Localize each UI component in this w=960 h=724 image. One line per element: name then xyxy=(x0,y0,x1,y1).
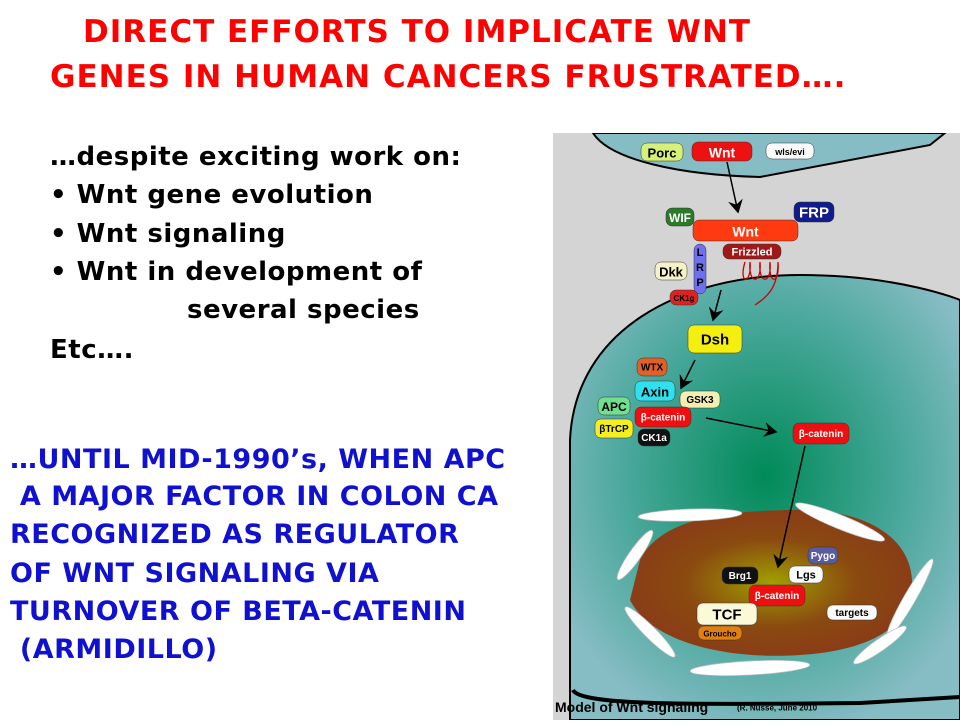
frizzled-transmembrane xyxy=(742,261,779,306)
wnt-node xyxy=(692,219,799,242)
conclusion-line-5: TURNOVER OF BETA-CATENIN xyxy=(10,596,467,627)
wnt-label: Wnt xyxy=(732,224,759,240)
axin-label: Axin xyxy=(641,385,669,400)
bullet-3: • Wnt in development of xyxy=(50,257,423,287)
lgs-label: Lgs xyxy=(796,570,816,582)
bullet-3-continuation: several species xyxy=(187,295,420,325)
frizzled-label: Frizzled xyxy=(732,247,773,259)
apc-node xyxy=(597,396,631,416)
lrp-letter: P xyxy=(696,277,703,289)
wtx-node xyxy=(636,357,668,377)
tcf-node xyxy=(696,602,758,626)
conclusion-line-3: RECOGNIZED AS REGULATOR xyxy=(10,519,460,550)
diagram-credit: (R. Nusse, June 2010 xyxy=(737,704,818,713)
arrow xyxy=(705,417,778,438)
dkk-label: Dkk xyxy=(659,265,684,280)
wif-node xyxy=(665,207,695,227)
bullet-2: • Wnt signaling xyxy=(50,219,286,249)
wls-node xyxy=(765,142,815,160)
pygo-label: Pygo xyxy=(811,551,835,562)
conclusion-line-6: (ARMIDILLO) xyxy=(10,634,218,665)
gsk3-node xyxy=(679,390,721,409)
arrow xyxy=(679,359,696,390)
ck1a-node xyxy=(637,428,671,447)
btrcp-node xyxy=(594,418,634,439)
frp-label: FRP xyxy=(799,205,829,222)
btrcp-label: βTrCP xyxy=(599,424,629,435)
lrp-l-node xyxy=(693,243,707,295)
wls-label: wls/evi xyxy=(774,147,805,157)
bcat-free-label: β-catenin xyxy=(799,429,843,440)
groucho-label: Groucho xyxy=(703,630,736,639)
ck1g-node xyxy=(669,289,699,306)
slide-title-line-1: DIRECT EFFORTS TO IMPLICATE WNT xyxy=(83,14,752,50)
ck1a-label: CK1a xyxy=(641,433,667,444)
tcf-label: TCF xyxy=(712,607,741,624)
lgs-node xyxy=(788,565,824,584)
intro-lead: …despite exciting work on: xyxy=(50,142,462,172)
axin-node xyxy=(634,380,676,402)
arrow xyxy=(726,161,743,214)
targets-node xyxy=(826,604,878,621)
dsh-label: Dsh xyxy=(701,332,729,349)
groucho-node xyxy=(697,625,743,641)
wnt-source-label: Wnt xyxy=(709,145,736,161)
wif-label: WIF xyxy=(669,211,691,225)
conclusion-line-4: OF WNT SIGNALING VIA xyxy=(10,558,380,589)
dsh-node xyxy=(687,324,743,354)
wnt-source-node xyxy=(691,141,753,162)
porc-node xyxy=(640,142,684,162)
lrp-letter: R xyxy=(696,262,704,274)
porc-label: Porc xyxy=(648,146,677,161)
targets-label: targets xyxy=(835,608,869,619)
ck1g-label: CK1g xyxy=(674,294,695,303)
slide-title-line-2: GENES IN HUMAN CANCERS FRUSTRATED…. xyxy=(50,59,847,95)
bullet-text: Wnt gene evolution xyxy=(76,180,374,210)
bcat-complex-node xyxy=(634,406,692,428)
frizzled-node xyxy=(722,243,782,260)
conclusion-line-1: …UNTIL MID-1990’s, WHEN APC xyxy=(10,444,506,475)
conclusion-line-2: A MAJOR FACTOR IN COLON CA xyxy=(10,481,499,512)
etc-text: Etc…. xyxy=(50,335,134,365)
bullet-text: Wnt signaling xyxy=(76,219,286,249)
gsk3-label: GSK3 xyxy=(686,395,714,406)
bcat-complex-label: β-catenin xyxy=(641,413,685,424)
bullet-1: • Wnt gene evolution xyxy=(50,180,374,210)
brg1-label: Brg1 xyxy=(729,571,752,582)
dkk-node xyxy=(654,261,688,281)
brg1-node xyxy=(721,566,759,585)
arrow xyxy=(773,445,806,569)
pygo-node xyxy=(807,546,839,565)
lrp-letter: L xyxy=(697,247,704,259)
wtx-label: WTX xyxy=(641,363,664,374)
bullet-text: Wnt in development of xyxy=(76,257,423,287)
bcat-nuc-label: β-catenin xyxy=(755,591,799,602)
apc-label: APC xyxy=(601,400,627,414)
frp-node xyxy=(793,201,835,223)
bcat-free-node xyxy=(792,422,850,445)
diagram-caption: Model of Wnt signaling xyxy=(555,699,708,715)
arrow xyxy=(708,289,724,322)
bcat-nuc-node xyxy=(748,584,806,607)
